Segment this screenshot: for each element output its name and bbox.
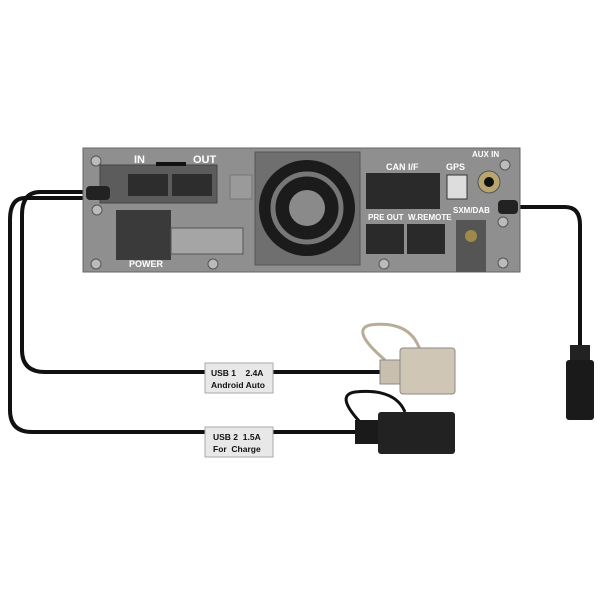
gps-port[interactable] xyxy=(446,174,468,200)
antenna-connector xyxy=(566,345,594,420)
label-power: POWER xyxy=(129,259,164,269)
usb1-tag-line2: Android Auto xyxy=(211,380,265,390)
usb1-connector xyxy=(361,322,456,395)
pre-out-connector[interactable] xyxy=(366,224,404,254)
label-pre-out: PRE OUT xyxy=(368,213,404,222)
usb2-tag: USB 2 1.5A For Charge xyxy=(204,426,274,458)
label-aux-in: AUX IN xyxy=(472,150,499,159)
label-hdmi-out: OUT xyxy=(193,154,217,166)
usb2-tag-line1: USB 2 1.5A xyxy=(213,432,261,442)
rear-panel: IN OUT POWER CAN I/F GPS AUX IN PRE OUT … xyxy=(82,147,521,273)
label-can-if: CAN I/F xyxy=(386,162,419,172)
w-remote-connector[interactable] xyxy=(407,224,445,254)
usb1-tag-line1: USB 1 2.4A xyxy=(211,368,263,378)
usb2-connector xyxy=(344,389,455,454)
label-gps: GPS xyxy=(446,162,465,172)
power-connector[interactable] xyxy=(116,210,171,260)
hdmi-in-port[interactable] xyxy=(128,174,168,196)
label-sxm-dab: SXM/DAB xyxy=(453,206,490,215)
label-hdmi-in: IN xyxy=(134,154,145,166)
hdmi-out-port[interactable] xyxy=(172,174,212,196)
sxm-dab-port[interactable] xyxy=(456,220,486,272)
usb1-tag: USB 1 2.4A Android Auto xyxy=(204,362,274,394)
label-w-remote: W.REMOTE xyxy=(408,213,452,222)
usb-cables xyxy=(8,190,582,434)
can-if-connector[interactable] xyxy=(366,173,440,209)
usb2-tag-line2: For Charge xyxy=(213,444,261,454)
